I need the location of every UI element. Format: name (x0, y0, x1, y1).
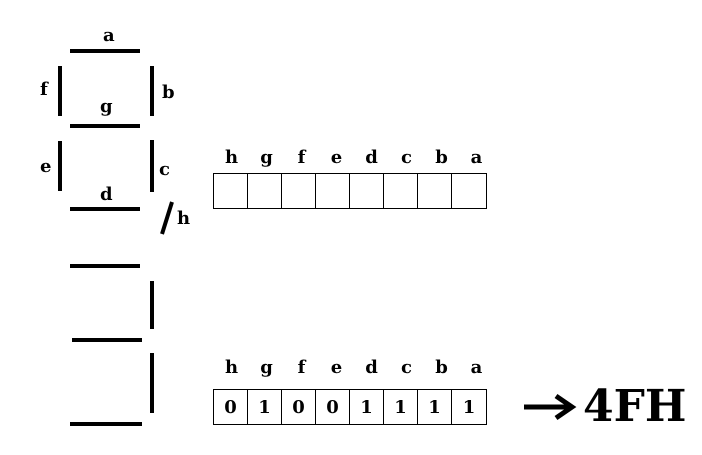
digit3-segment-b (150, 281, 154, 329)
label-c: c (159, 159, 170, 180)
digit3-segment-a (70, 264, 140, 268)
bit-cell: 0 (316, 390, 350, 424)
label-b: b (162, 82, 175, 103)
label-a: a (103, 25, 115, 46)
register-cell (248, 174, 282, 208)
register-cell (418, 174, 452, 208)
bit-cell: 1 (248, 390, 282, 424)
header-bit: f (297, 147, 306, 168)
segment-f (58, 66, 62, 116)
label-h: h (177, 208, 191, 229)
segment-b (150, 66, 154, 116)
register-empty (213, 173, 487, 209)
segment-e (58, 141, 62, 191)
register-header-bottom: h g f e d c b a (214, 357, 494, 378)
label-f: f (40, 79, 48, 100)
header-bit: f (297, 357, 306, 378)
header-bit: d (365, 147, 378, 168)
register-cell (452, 174, 486, 208)
register-cell (214, 174, 248, 208)
digit3-segment-c (150, 353, 154, 413)
label-g: g (100, 96, 113, 117)
register-header-top: h g f e d c b a (214, 147, 494, 168)
bit-cell: 0 (282, 390, 316, 424)
segment-c (150, 140, 154, 192)
register-cell (350, 174, 384, 208)
label-d: d (100, 184, 113, 205)
segment-h (160, 201, 174, 235)
bit-cell: 1 (418, 390, 452, 424)
header-bit: h (224, 147, 239, 168)
bit-cell: 1 (384, 390, 418, 424)
segment-d (70, 207, 140, 211)
header-bit: a (470, 147, 483, 168)
segment-g (70, 124, 140, 128)
header-bit: e (330, 147, 343, 168)
digit3-segment-g (72, 338, 142, 342)
digit3-segment-d (70, 422, 142, 426)
header-bit: c (401, 147, 412, 168)
header-bit: c (401, 357, 412, 378)
register-cell (384, 174, 418, 208)
header-bit: g (260, 147, 273, 168)
register-cell (316, 174, 350, 208)
register-cell (282, 174, 316, 208)
header-bit: h (224, 357, 239, 378)
header-bit: g (260, 357, 273, 378)
bit-cell: 0 (214, 390, 248, 424)
header-bit: a (470, 357, 483, 378)
label-e: e (40, 156, 52, 177)
segment-a (70, 49, 140, 53)
bit-cell: 1 (462, 396, 476, 418)
hex-result: 4FH (583, 381, 687, 432)
header-bit: e (330, 357, 343, 378)
register-filled: 0 1 0 0 1 1 1 1 (213, 389, 487, 425)
header-bit: b (435, 147, 448, 168)
arrow-right-icon (524, 393, 577, 421)
header-bit: d (365, 357, 378, 378)
bit-cell: 1 (350, 390, 384, 424)
header-bit: b (435, 357, 448, 378)
